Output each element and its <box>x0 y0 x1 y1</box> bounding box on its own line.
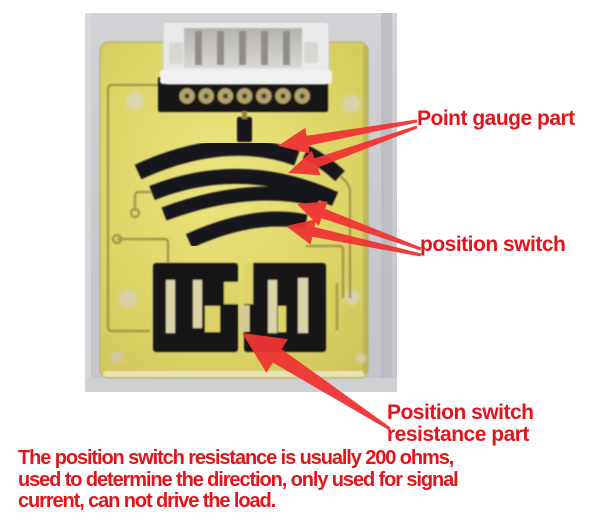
arrow-resistance <box>242 333 391 431</box>
caption-line-1: The position switch resistance is usuall… <box>18 447 454 469</box>
resistance-comb-right <box>244 263 326 352</box>
label-position-switch-resistance: Position switch resistance part <box>387 402 534 446</box>
solder-pads <box>178 87 311 105</box>
label-resistance-line2: resistance part <box>387 423 529 446</box>
caption-line-3: current, can not drive the load. <box>18 490 276 512</box>
solder-pad-hole <box>184 93 190 99</box>
caption-line-2: used to determine the direction, only us… <box>18 468 459 491</box>
solder-pad-hole <box>299 93 305 99</box>
arrow-point-gauge-2 <box>288 125 418 176</box>
solder-pad-hole <box>280 93 286 99</box>
caption-text: The position switch resistance is usuall… <box>18 447 459 513</box>
label-resistance-line1: Position switch <box>387 401 534 424</box>
arc-track-2 <box>149 168 339 206</box>
solder-pad-hole <box>222 93 228 99</box>
arc-track-4 <box>185 211 308 248</box>
connector <box>160 21 332 85</box>
arrow-position-switch-2 <box>286 219 422 257</box>
resistance-comb-left <box>153 263 239 352</box>
copper-traces <box>106 83 352 333</box>
annotation-arrows <box>242 119 422 431</box>
solder-pad-hole <box>242 93 248 99</box>
solder-pad-hole <box>203 93 209 99</box>
arrow-point-gauge-1 <box>278 119 418 154</box>
arc-track-1 <box>134 139 300 180</box>
position-switch-arc-tracks <box>134 139 345 248</box>
comb-center-gap-pad <box>239 305 250 332</box>
label-position-switch: position switch <box>420 233 566 256</box>
arrow-position-switch-1 <box>297 201 422 251</box>
label-point-gauge-part: Point gauge part <box>417 107 575 130</box>
solder-pad-hole <box>261 93 267 99</box>
mounting-holes <box>111 92 366 363</box>
point-gauge-wiper-contact <box>237 111 252 142</box>
arc-track-3 <box>161 186 321 221</box>
